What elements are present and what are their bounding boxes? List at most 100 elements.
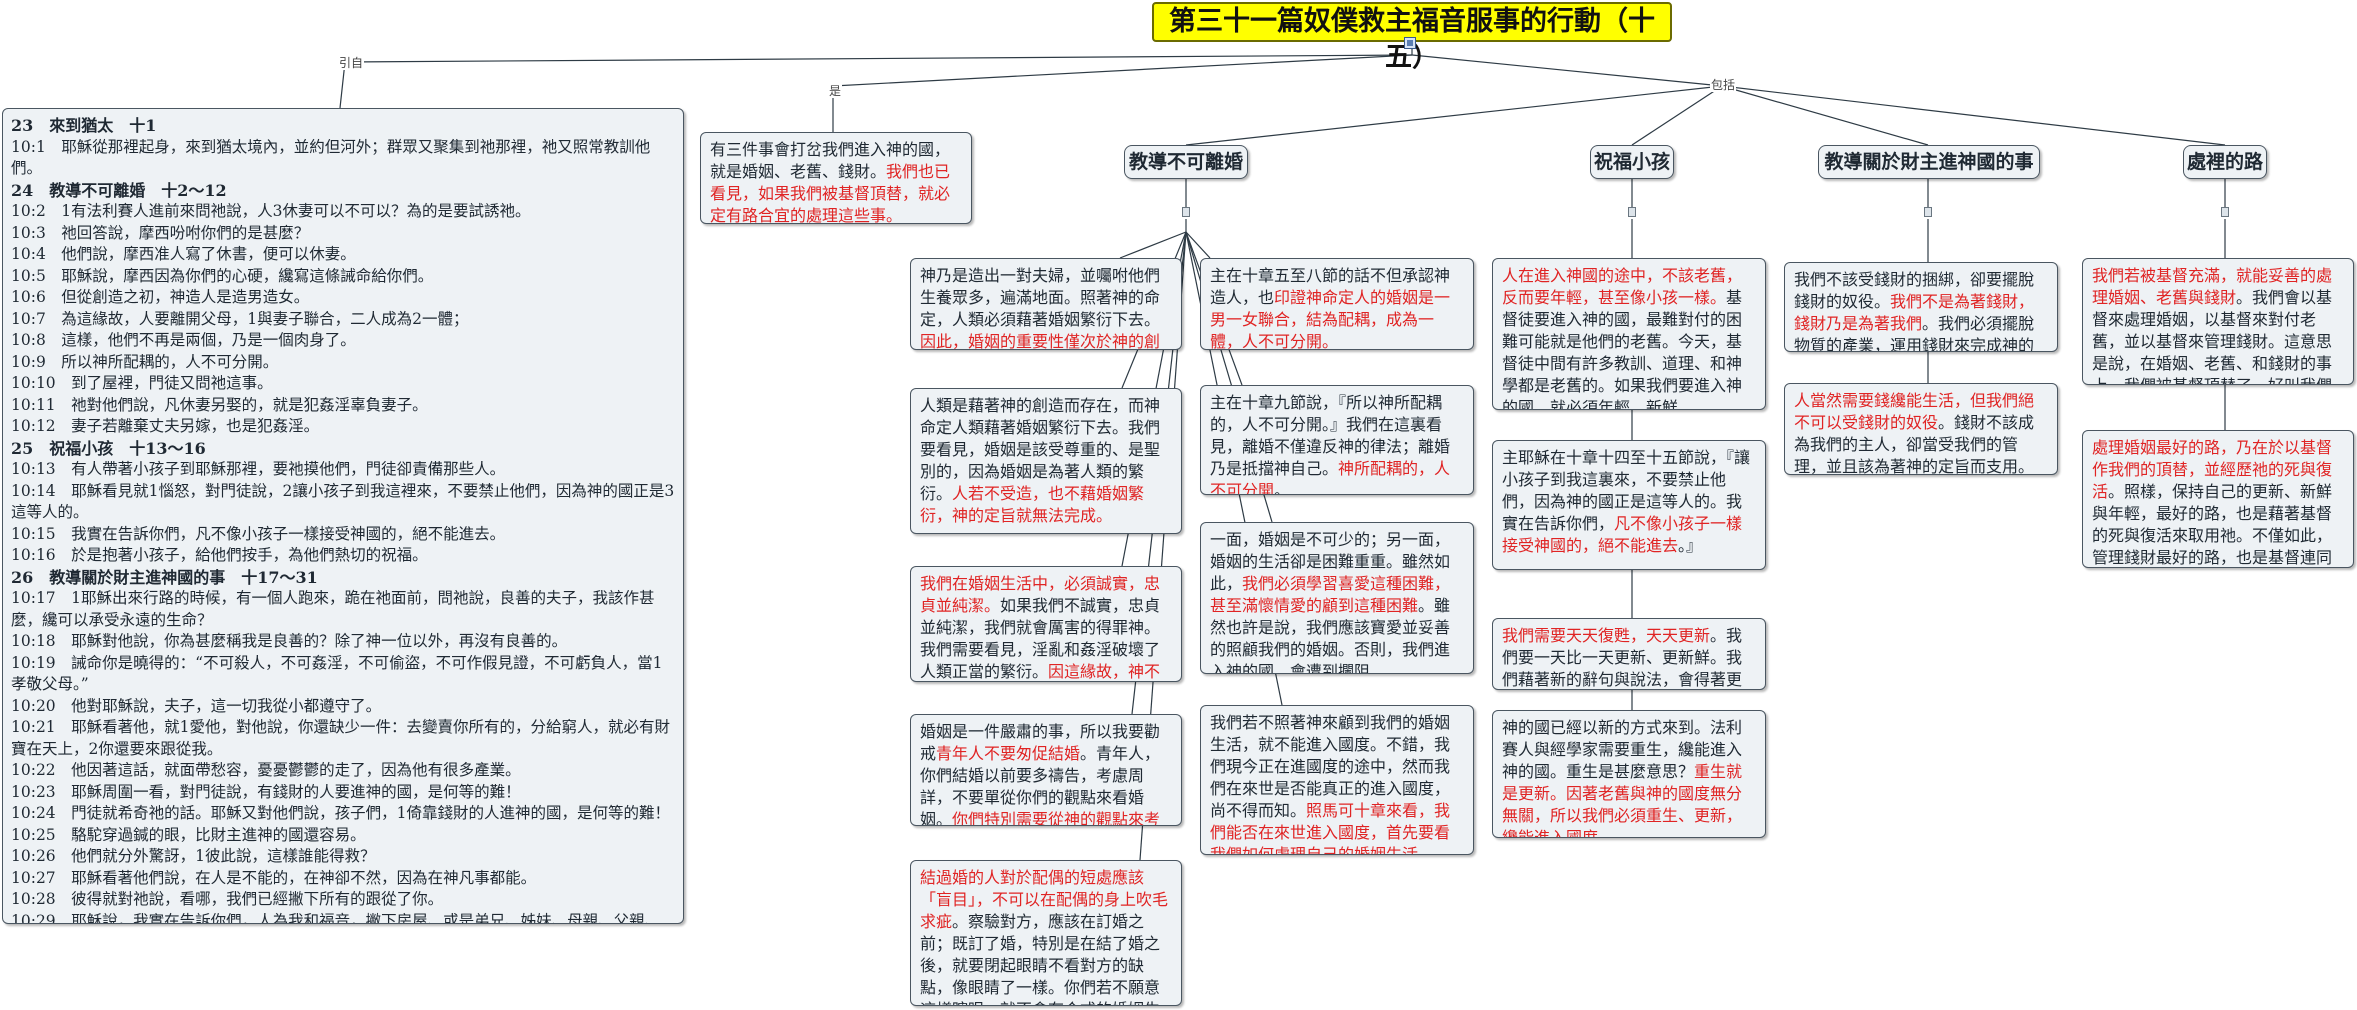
note-text: 如果我們不誠實，忠貞並純潔，我們就會厲害的得罪神。我們需要看見，淫亂和姦淫破壞了… <box>920 596 1161 681</box>
scripture-section-heading: 24 教導不可離婚 十2～12 <box>11 180 227 200</box>
scripture-verse: 10:6 但從創造之初，神造人是造男造女。 <box>11 288 310 306</box>
note-icon <box>1404 37 1416 49</box>
emphasis-text: 我們若被基督充滿，就能妥善的處理婚姻、老舊與錢財 <box>2092 266 2333 307</box>
heading-way: 處裡的路 <box>2183 145 2267 179</box>
emphasis-text: 印證神命定人的婚姻是一男一女聯合，結為配耦，成為一體，人不可分開。 <box>1210 288 1451 350</box>
note-text: 主耶穌在十章十四至十五節說，『讓小孩子到我這裏來，不要禁止他們，因為神的國正是這… <box>1502 448 1751 533</box>
note-marriage-9: 我們若不照著神來顧到我們的婚姻生活，就不能進入國度。不錯，我們現今正在進國度的途… <box>1200 705 1474 855</box>
scripture-verse: 10:7 為這緣故，人要離開父母，1與妻子聯合，二人成為2一體； <box>11 309 469 328</box>
scripture-verse: 10:15 我實在告訴你們，凡不像小孩子一樣接受神國的，絕不能進去。 <box>11 524 506 543</box>
scripture-verse: 10:26 他們就分外驚訝，1彼此說，這樣誰能得救？ <box>11 847 376 865</box>
note-text: 一面，婚姻是不可少的；另一面，婚姻的生活卻是困難重重。雖然如此， <box>1210 530 1451 593</box>
scripture-verse: 10:3 祂回答說，摩西吩咐你們的是甚麼？ <box>11 223 310 242</box>
note-children-2: 主耶穌在十章十四至十五節說，『讓小孩子到我這裏來，不要禁止他們，因為神的國正是這… <box>1492 440 1766 570</box>
scripture-section-heading: 23 來到猶太 十1 <box>11 116 157 135</box>
scripture-verse: 10:2 1有法利賽人進前來問祂說，人3休妻可以不可以？為的是要試誘祂。 <box>11 202 531 220</box>
scripture-verse: 10:14 耶穌看見就1惱怒，對門徒說，2讓小孩子到我這裡來，不要禁止他們，因為… <box>11 481 675 522</box>
scripture-verse: 10:25 駱駝穿過鍼的眼，比財主進神的國還容易。 <box>11 825 366 844</box>
emphasis-text: 人在進入神國的途中，不該老舊，反而要年輕，甚至像小孩一樣。 <box>1502 266 1743 307</box>
note-text: 我們不該受錢財的捆綁，卻要擺脫錢財的奴役。 <box>1794 270 2035 311</box>
relation-label-includes: 包括 <box>1710 78 1737 92</box>
note-way-1: 我們若被基督充滿，就能妥善的處理婚姻、老舊與錢財。我們會以基督來處理婚姻，以基督… <box>2082 258 2354 385</box>
heading-marriage: 教導不可離婚 <box>1124 145 1248 179</box>
note-text: 。』 <box>1678 536 1703 555</box>
note-children-1: 人在進入神國的途中，不該老舊，反而要年輕，甚至像小孩一樣。基督徒要進入神的國，最… <box>1492 258 1766 410</box>
branch-dot-children <box>1628 207 1636 217</box>
emphasis-text: 因此，婚姻的重要性僅次於神的創造。 <box>920 332 1161 350</box>
emphasis-text: 重生就是更新。因著老舊與神的國度無分無關，所以我們必須重生、更新，纔能進入國度。 <box>1502 762 1743 838</box>
note-children-3: 我們需要天天復甦，天天更新。我們要一天比一天更新、更新鮮。我們藉著新的辭句與說法… <box>1492 618 1766 690</box>
branch-dot-riches <box>1924 207 1932 217</box>
heading-riches: 教導關於財主進神國的事 <box>1818 145 2040 179</box>
emphasis-text: 神所配耦的，人不可分開 <box>1210 459 1451 495</box>
scripture-verse: 10:13 有人帶著小孩子到耶穌那裡，要祂摸他們，門徒卻責備那些人。 <box>11 460 506 478</box>
note-riches-1: 我們不該受錢財的捆綁，卻要擺脫錢財的奴役。我們不是為著錢財，錢財乃是為著我們。我… <box>1784 262 2058 352</box>
note-text: 。我們要一天比一天更新、更新鮮。我們藉著新的辭句與說法，會得著更多的光與恩典。因… <box>1502 626 1743 689</box>
scripture-verse: 10:28 彼得就對祂說，看哪，我們已經撇下所有的跟從了你。 <box>11 890 444 908</box>
emphasis-text: 人當然需要錢纔能生活，但我們絕不可以受錢財的奴役 <box>1794 391 2035 432</box>
emphasis-text: 我們在婚姻生活中，必須誠實，忠貞並純潔。 <box>920 574 1161 615</box>
note-text: 神的國已經以新的方式來到。法利賽人與經學家需要重生，纔能進入神的國。重生是甚麼意… <box>1502 718 1743 781</box>
note-text: 主在十章九節說，『所以神所配耦的，人不可分開。』我們在這裏看見，離婚不僅違反神的… <box>1210 393 1451 478</box>
scripture-verse: 10:18 耶穌對他說，你為甚麼稱我是良善的？除了神一位以外，再沒有良善的。 <box>11 632 568 650</box>
note-text: 主在十章五至八節的話不但承認神造人，也 <box>1210 266 1451 307</box>
note-text: 人類是藉著神的創造而存在，而神命定人類藉著婚姻繁衍下去。我們要看見，婚姻是該受尊… <box>920 396 1161 503</box>
scripture-verse: 10:29 耶穌說，我實在告訴你們，人為我和福音，撇下房屋、或是弟兄、姊妹、母親… <box>11 911 661 924</box>
scripture-section-heading: 26 教導關於財主進神國的事 十17～31 <box>11 567 318 587</box>
note-marriage-3: 我們在婚姻生活中，必須誠實，忠貞並純潔。如果我們不誠實，忠貞並純潔，我們就會厲害… <box>910 566 1182 682</box>
note-text: 。我們必須擺脫物質的產業，運用錢財來完成神的定旨。 <box>1794 314 2035 352</box>
diagram-title: 第三十一篇奴僕救主福音服事的行動（十五） <box>1152 2 1672 73</box>
scripture-verse: 10:20 他對耶穌說，夫子，這一切我從小都遵守了。 <box>11 696 382 715</box>
note-text: 。雖然也許是說，我們應該寶愛並妥善的照顧我們的婚姻。否則，我們進入神的國，會遭到… <box>1210 596 1451 674</box>
note-text: 基督徒要進入神的國，最難對付的困難可能就是他們的老舊。今天，基督徒中間有許多教訓… <box>1502 288 1743 410</box>
emphasis-text: 我們需要天天復甦，天天更新 <box>1502 626 1711 645</box>
scripture-verse: 10:19 誡命你是曉得的：“不可殺人，不可姦淫，不可偷盜，不可作假見證，不可虧… <box>11 653 663 694</box>
emphasis-text: 我們必須學習喜愛這種困難，甚至滿懷情愛的顧到這種困難 <box>1210 574 1451 615</box>
note-text: 我們若不照著神來顧到我們的婚姻生活，就不能進入國度。不錯，我們現今正在進國度的途… <box>1210 713 1451 820</box>
note-marriage-7: 主在十章九節說，『所以神所配耦的，人不可分開。』我們在這裏看見，離婚不僅違反神的… <box>1200 385 1474 495</box>
emphasis-text: 照馬可十章來看，我們能否在來世進入國度，首先要看我們如何處理自己的婚姻生活。 <box>1210 801 1451 855</box>
scripture-verse: 10:22 他因著這話，就面帶愁容，憂憂鬱鬱的走了，因為他有很多產業。 <box>11 761 521 779</box>
scripture-verse: 10:23 耶穌周圍一看，對門徒說，有錢財的人要進神的國，是何等的難！ <box>11 782 521 801</box>
scripture-verse: 10:11 祂對他們說，凡休妻另娶的，就是犯姦淫辜負妻子。 <box>11 395 428 414</box>
scripture-section-heading: 25 祝福小孩 十13～16 <box>11 438 206 458</box>
note-text: 。察驗對方，應該在訂婚之前；既訂了婚，特別是在結了婚之後，就要閉起眼睛不看對方的… <box>920 912 1161 1005</box>
note-marriage-5: 結過婚的人對於配偶的短處應該「盲目」，不可以在配偶的身上吹毛求疵。察驗對方，應該… <box>910 860 1182 1006</box>
scripture-verse: 10:10 到了屋裡，門徒又問祂這事。 <box>11 374 273 392</box>
note-text: 有三件事會打岔我們進入神的國，就是婚姻、老舊、錢財。 <box>710 140 951 181</box>
note-riches-2: 人當然需要錢纔能生活，但我們絕不可以受錢財的奴役。錢財不該成為我們的主人，卻當受… <box>1784 383 2058 475</box>
emphasis-text: 凡不像小孩子一樣接受神國的，絕不能進去 <box>1502 514 1743 555</box>
emphasis-text: 結過婚的人對於配偶的短處應該「盲目」，不可以在配偶的身上吹毛求疵 <box>920 868 1169 931</box>
scripture-verse: 10:5 耶穌說，摩西因為你們的心硬，纔寫這條誡命給你們。 <box>11 266 434 285</box>
emphasis-text: 處理婚姻最好的路，乃在於以基督作我們的頂替，並經歷祂的死與復活 <box>2092 438 2333 501</box>
emphasis-text: 你們特別需要從神的觀點來考慮婚姻。 <box>952 810 1161 826</box>
branch-dot-marriage <box>1182 207 1190 217</box>
note-marriage-4: 婚姻是一件嚴肅的事，所以我要勸戒青年人不要匆促結婚。青年人，你們結婚以前要多禱告… <box>910 714 1182 826</box>
relation-label-is: 是 <box>828 84 843 98</box>
note-text: 。照樣，保持自己的更新、新鮮與年輕，最好的路，也是藉著基督的死與復活來取用祂。不… <box>2092 482 2333 567</box>
note-text: 。青年人，你們結婚以前要多禱告，考慮周詳，不要單從你們的觀點來看婚姻。 <box>920 744 1161 826</box>
scripture-verse: 10:16 於是抱著小孩子，給他們按手，為他們熱切的祝福。 <box>11 546 428 564</box>
scripture-verse: 10:27 耶穌看著他們說，在人是不能的，在神卻不然，因為在神凡事都能。 <box>11 868 537 887</box>
note-marriage-1: 神乃是造出一對夫婦，並囑咐他們生養眾多，遍滿地面。照著神的命定，人類必須藉著婚姻… <box>910 258 1182 350</box>
scripture-verse: 10:9 所以神所配耦的，人不可分開。 <box>11 352 279 371</box>
scripture-verse: 10:17 1耶穌出來行路的時候，有一個人跑來，跪在祂面前，問祂說，良善的夫子，… <box>11 589 655 629</box>
relation-label-cite: 引自 <box>338 56 365 70</box>
note-marriage-8: 一面，婚姻是不可少的；另一面，婚姻的生活卻是困難重重。雖然如此，我們必須學習喜愛… <box>1200 522 1474 674</box>
emphasis-text: 青年人不要匆促結婚 <box>936 744 1081 763</box>
heading-children: 祝福小孩 <box>1590 145 1674 179</box>
note-marriage-2: 人類是藉著神的創造而存在，而神命定人類藉著婚姻繁衍下去。我們要看見，婚姻是該受尊… <box>910 388 1182 534</box>
scripture-verse: 10:12 妻子若離棄丈夫另嫁，也是犯姦淫。 <box>11 417 320 435</box>
scripture-verse: 10:4 他們說，摩西准人寫了休書，便可以休妻。 <box>11 245 356 263</box>
note-way-2: 處理婚姻最好的路，乃在於以基督作我們的頂替，並經歷祂的死與復活。照樣，保持自己的… <box>2082 430 2354 568</box>
emphasis-text: 人若不受造，也不藉婚姻繁衍，神的定旨就無法完成。 <box>920 484 1145 525</box>
branch-dot-way <box>2221 207 2229 217</box>
note-text: 。 <box>1274 481 1291 495</box>
emphasis-text: 我們不是為著錢財，錢財乃是為著我們 <box>1794 292 2035 333</box>
note-marriage-6: 主在十章五至八節的話不但承認神造人，也印證神命定人的婚姻是一男一女聯合，結為配耦… <box>1200 258 1474 350</box>
emphasis-text: 我們也已看見，如果我們被基督頂替，就必定有路合宜的處理這些事。 <box>710 162 951 224</box>
scripture-verse: 10:8 這樣，他們不再是兩個，乃是一個肉身了。 <box>11 331 356 349</box>
note-text: 。錢財不該成為我們的主人，卻當受我們的管理，並且該為著神的定旨而支用。 <box>1794 413 2035 475</box>
note-children-4: 神的國已經以新的方式來到。法利賽人與經學家需要重生，纔能進入神的國。重生是甚麼意… <box>1492 710 1766 838</box>
